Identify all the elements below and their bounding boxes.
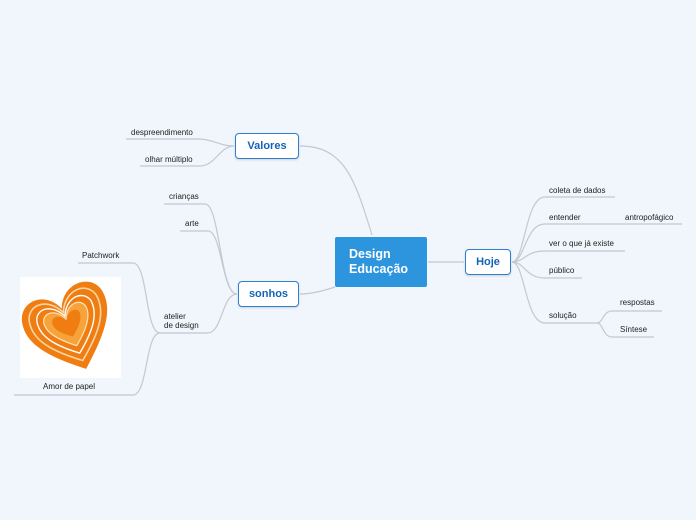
connector-sonhos-arte [180,231,237,294]
central-topic-line1: Design [349,247,427,262]
connector-central-valores [300,146,372,235]
topic-hoje[interactable]: Hoje [465,249,511,275]
connector-valores-despreendimento [126,139,234,146]
subtopic-olhar-multiplo[interactable]: olhar múltiplo [145,155,193,164]
subtopic-criancas[interactable]: crianças [169,192,199,201]
subtopic-respostas[interactable]: respostas [620,298,655,307]
central-topic[interactable]: Design Educação [335,237,427,287]
subtopic-solucao[interactable]: solução [549,311,577,320]
subtopic-arte[interactable]: arte [185,219,199,228]
topic-sonhos[interactable]: sonhos [238,281,299,307]
topic-valores[interactable]: Valores [235,133,299,159]
subtopic-coleta-de-dados[interactable]: coleta de dados [549,186,606,195]
subtopic-sintese[interactable]: Síntese [620,325,647,334]
subtopic-atelier-line2: de design [164,321,199,330]
subtopic-ver-o-que-ja-existe[interactable]: ver o que já existe [549,239,614,248]
connector-central-sonhos [300,287,335,294]
connector-hoje-coleta [512,197,615,262]
subtopic-entender[interactable]: entender [549,213,581,222]
subtopic-amor-de-papel[interactable]: Amor de papel [43,382,95,391]
subtopic-atelier[interactable]: atelier de design [164,312,199,330]
subtopic-despreendimento[interactable]: despreendimento [131,128,193,137]
central-topic-line2: Educação [349,262,427,277]
subtopic-antropofagico[interactable]: antropofágico [625,213,673,222]
connector-solucao-respostas [597,311,662,323]
connector-hoje-ver [512,251,625,262]
subtopic-atelier-line1: atelier [164,312,199,321]
connector-sonhos-criancas [164,204,237,294]
heart-image-frame [20,277,121,378]
subtopic-patchwork[interactable]: Patchwork [82,251,119,260]
orange-heart-icon [20,277,121,378]
subtopic-publico[interactable]: público [549,266,574,275]
